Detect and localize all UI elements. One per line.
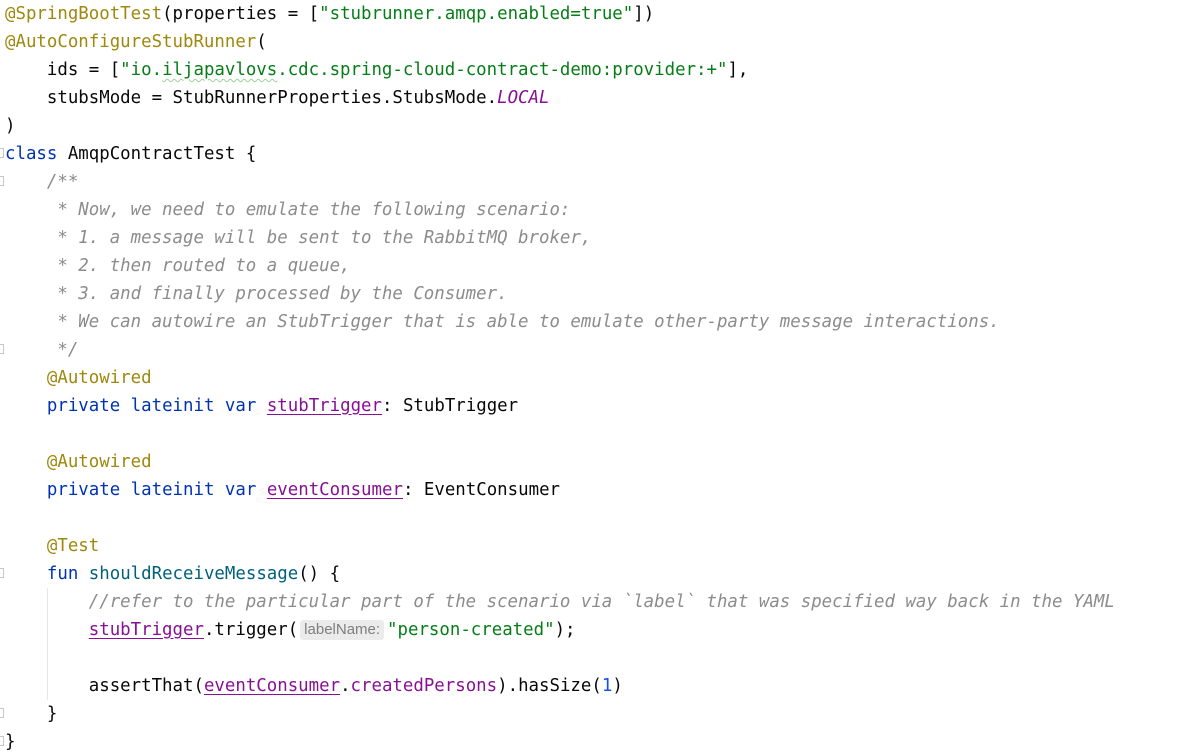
stub-trigger-property[interactable]: stubTrigger — [266, 396, 382, 416]
stub-trigger-reference[interactable]: stubTrigger — [88, 620, 204, 640]
fold-marker-class-end[interactable] — [0, 736, 4, 746]
fold-marker-comment-start[interactable] — [0, 176, 4, 186]
fold-marker-method-end[interactable] — [0, 708, 4, 718]
code-line-5: ) — [5, 112, 15, 140]
string-literal: "stubrunner.amqp.enabled=true" — [319, 4, 634, 24]
code-token: ).hasSize( — [497, 676, 602, 696]
comment-line: * Now, we need to emulate the following … — [5, 200, 571, 220]
code-token: assertThat( — [5, 676, 204, 696]
code-token: (properties = [ — [162, 4, 320, 24]
comment-line: * We can autowire an StubTrigger that is… — [5, 312, 1000, 332]
indent-guide — [47, 588, 48, 700]
lateinit-keyword: lateinit — [130, 396, 215, 416]
code-line-stub-trigger-field: private lateinit var stubTrigger: StubTr… — [5, 392, 518, 420]
code-line-autowired-2: @Autowired — [5, 448, 152, 476]
comment-line: * 3. and finally processed by the Consum… — [5, 284, 508, 304]
code-line-assert: assertThat(eventConsumer.createdPersons)… — [5, 676, 623, 696]
code-token: .trigger( — [203, 620, 299, 640]
code-line-method-close: } — [5, 704, 58, 724]
string-literal: "person-created" — [387, 620, 555, 640]
var-keyword: var — [224, 480, 257, 500]
code-token: ); — [554, 620, 576, 640]
event-consumer-property[interactable]: eventConsumer — [266, 480, 403, 500]
lateinit-keyword: lateinit — [130, 480, 215, 500]
code-token: ) — [5, 116, 16, 136]
spring-boot-test-annotation: @SpringBootTest — [5, 4, 163, 24]
fun-keyword: fun — [46, 564, 79, 584]
code-line-4: stubsMode = StubRunnerProperties.StubsMo… — [5, 84, 550, 112]
comment-line: */ — [5, 340, 79, 360]
code-token: ) — [612, 676, 623, 696]
code-line-trigger-call: stubTrigger.trigger(labelName:"person-cr… — [5, 616, 576, 644]
code-token: stubsMode = StubRunnerProperties.StubsMo… — [5, 88, 498, 108]
autowired-annotation: @Autowired — [46, 368, 152, 388]
auto-configure-annotation: @AutoConfigureStubRunner — [5, 32, 257, 52]
code-line-class-close: } — [5, 732, 16, 752]
private-keyword: private — [46, 480, 121, 500]
comment-line: /** — [5, 172, 79, 192]
code-line-test-annotation: @Test — [5, 532, 99, 560]
fold-marker-comment-end[interactable] — [0, 344, 4, 354]
private-keyword: private — [46, 396, 121, 416]
code-token: : StubTrigger — [382, 396, 519, 416]
string-literal: "io. — [120, 60, 163, 80]
comment-line: * 2. then routed to a queue, — [5, 256, 351, 276]
string-literal: .cdc.spring-cloud-contract-demo:provider… — [277, 60, 728, 80]
comment-line: * 1. a message will be sent to the Rabbi… — [5, 228, 592, 248]
parameter-hint: labelName: — [300, 620, 385, 640]
number-literal: 1 — [601, 676, 613, 696]
typo-highlight: iljapavlovs — [162, 60, 278, 80]
code-line-autowired-1: @Autowired — [5, 364, 152, 392]
var-keyword: var — [224, 396, 257, 416]
autowired-annotation: @Autowired — [46, 452, 152, 472]
code-token: ], — [727, 60, 749, 80]
code-line-1: @SpringBootTest(properties = ["stubrunne… — [5, 0, 654, 28]
test-annotation: @Test — [46, 536, 100, 556]
code-line-2: @AutoConfigureStubRunner( — [5, 28, 267, 56]
code-token: ]) — [633, 4, 655, 24]
code-token: : EventConsumer — [402, 480, 561, 500]
class-declaration: AmqpContractTest { — [57, 144, 257, 164]
fold-marker-class[interactable] — [0, 148, 4, 158]
code-token: ( — [256, 32, 267, 52]
created-persons-property[interactable]: createdPersons — [350, 676, 498, 696]
event-consumer-reference[interactable]: eventConsumer — [203, 676, 341, 696]
code-token: () { — [298, 564, 341, 584]
inline-comment: //refer to the particular part of the sc… — [5, 592, 1115, 612]
code-token: ids = [ — [5, 60, 121, 80]
class-keyword: class — [5, 144, 58, 164]
code-line-event-consumer-field: private lateinit var eventConsumer: Even… — [5, 476, 560, 504]
code-line-3: ids = ["io.iljapavlovs.cdc.spring-cloud-… — [5, 56, 749, 84]
method-name[interactable]: shouldReceiveMessage — [88, 564, 299, 584]
code-line-6: class AmqpContractTest { — [5, 140, 256, 168]
enum-constant: LOCAL — [497, 88, 550, 108]
fold-marker-method[interactable] — [0, 568, 4, 578]
code-line-method-signature: fun shouldReceiveMessage() { — [5, 560, 340, 588]
